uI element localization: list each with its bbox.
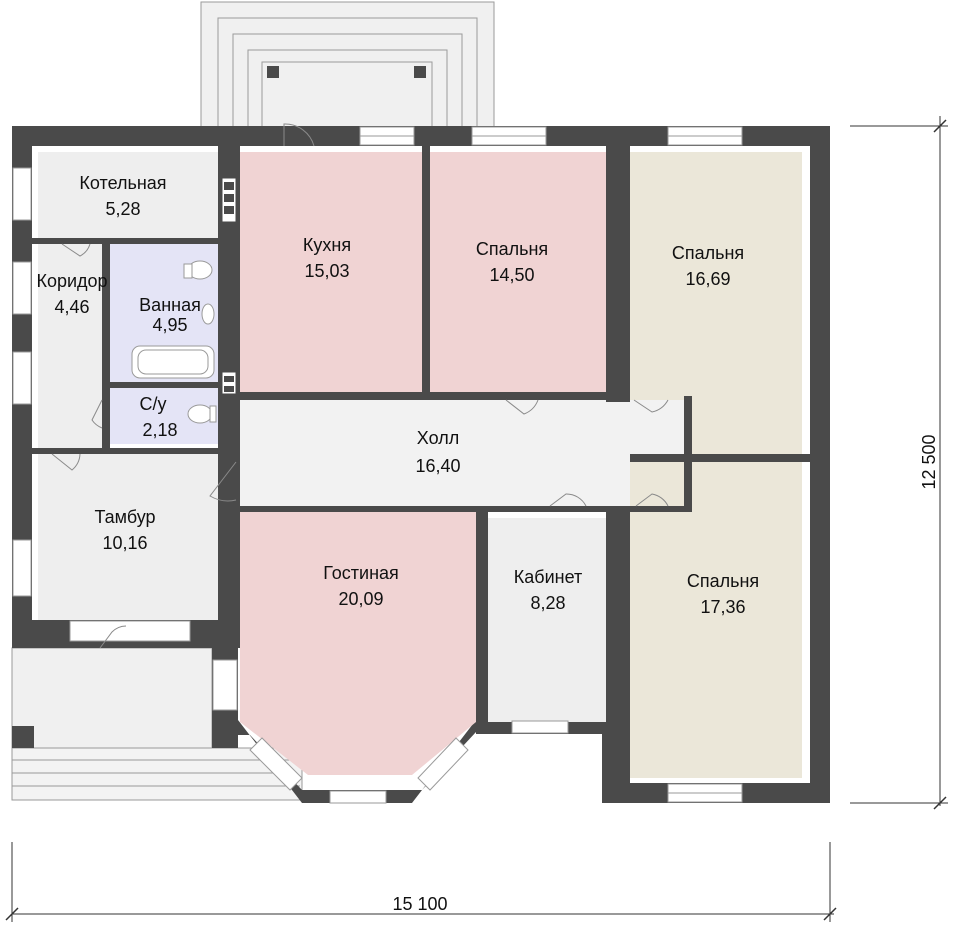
room-name: Кабинет bbox=[514, 567, 582, 587]
room-area: 4,95 bbox=[152, 315, 187, 335]
dimension-height-label: 12 500 bbox=[919, 434, 939, 489]
porch-top bbox=[200, 1, 495, 129]
room-area: 16,69 bbox=[685, 269, 730, 289]
room-name: Коридор bbox=[36, 271, 107, 291]
rooms bbox=[38, 152, 802, 778]
room-spalnya3 bbox=[630, 462, 802, 778]
room-labels: Котельная 5,28 Коридор 4,46 Ванная 4,95 … bbox=[36, 173, 759, 617]
room-kabinet bbox=[488, 518, 606, 722]
room-name: С/у bbox=[140, 394, 167, 414]
room-gostinaya bbox=[240, 512, 476, 775]
dimension-width-label: 15 100 bbox=[392, 894, 447, 914]
room-area: 4,46 bbox=[54, 297, 89, 317]
room-name: Спальня bbox=[687, 571, 759, 591]
fixtures bbox=[131, 177, 237, 424]
room-kuhnya bbox=[240, 152, 422, 392]
windows bbox=[12, 126, 743, 804]
sink-vannaya bbox=[201, 303, 215, 325]
room-tambur bbox=[38, 454, 218, 620]
room-area: 14,50 bbox=[489, 265, 534, 285]
room-name: Гостиная bbox=[323, 563, 399, 583]
room-area: 2,18 bbox=[142, 420, 177, 440]
dimension-width: 15 100 bbox=[5, 842, 837, 922]
room-area: 17,36 bbox=[700, 597, 745, 617]
room-area: 15,03 bbox=[304, 261, 349, 281]
room-area: 20,09 bbox=[338, 589, 383, 609]
room-area: 16,40 bbox=[415, 456, 460, 476]
room-name: Тамбур bbox=[94, 507, 155, 527]
room-area: 8,28 bbox=[530, 593, 565, 613]
room-holl bbox=[240, 400, 684, 506]
room-area: 5,28 bbox=[105, 199, 140, 219]
room-koridor bbox=[38, 244, 102, 448]
room-name: Кухня bbox=[303, 235, 351, 255]
room-name: Котельная bbox=[79, 173, 166, 193]
room-area: 10,16 bbox=[102, 533, 147, 553]
room-name: Ванная bbox=[139, 295, 201, 315]
dimension-height: 12 500 bbox=[850, 116, 948, 810]
bathtub bbox=[131, 345, 215, 379]
room-kotelnaya bbox=[38, 152, 218, 238]
room-name: Спальня bbox=[476, 239, 548, 259]
doors bbox=[51, 123, 669, 649]
room-name: Холл bbox=[417, 428, 459, 448]
room-name: Спальня bbox=[672, 243, 744, 263]
toilet-su bbox=[187, 404, 213, 424]
room-spalnya1 bbox=[430, 152, 606, 392]
porch-bottom-left bbox=[11, 647, 303, 801]
